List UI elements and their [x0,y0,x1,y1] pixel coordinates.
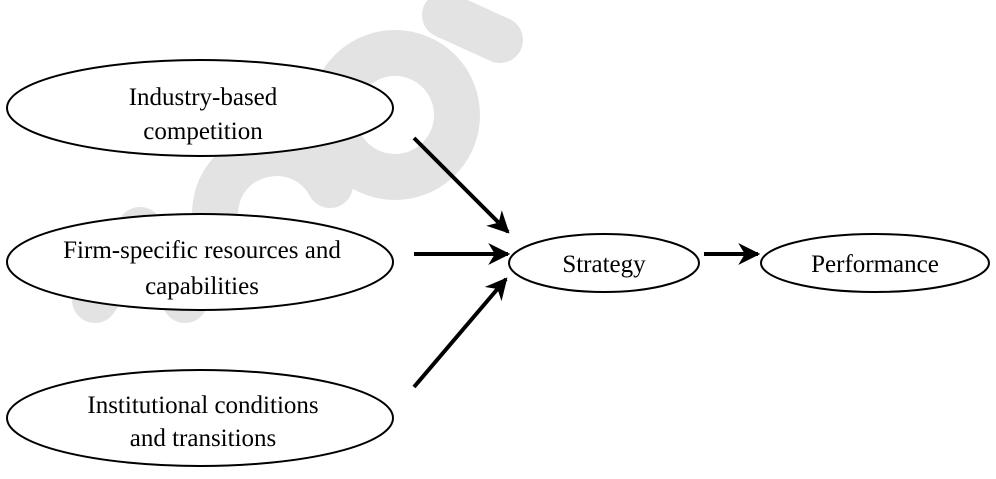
node-industry-ellipse [6,59,394,157]
node-institutional-label-line-1: Institutional conditions [87,392,318,419]
node-industry-based-competition: Industry-based competition [6,59,394,157]
node-strategy-label: Strategy [562,251,646,278]
node-industry-label-line-1: Industry-based [129,84,278,111]
watermark-stroke-3 [422,0,523,63]
node-institutional-label-line-2: and transitions [130,425,277,452]
watermark-stroke-2 [192,130,353,238]
node-institutional-ellipse [6,369,394,467]
node-performance-ellipse [760,233,990,293]
node-institutional-conditions: Institutional conditions and transitions [6,369,394,467]
node-performance: Performance [760,233,990,293]
node-strategy: Strategy [508,233,700,293]
node-firm-label-line-1: Firm-specific resources and [63,237,341,264]
node-firm-specific-resources: Firm-specific resources and capabilities [6,213,394,311]
node-industry-label-line-2: competition [143,118,263,145]
node-firm-ellipse [6,213,394,311]
node-strategy-ellipse [508,233,700,293]
node-performance-label: Performance [811,251,939,278]
arrow-institutional-to-strategy [412,277,508,389]
arrow-industry-to-strategy [412,136,510,234]
node-firm-label-line-2: capabilities [145,273,259,300]
edges [412,136,761,389]
